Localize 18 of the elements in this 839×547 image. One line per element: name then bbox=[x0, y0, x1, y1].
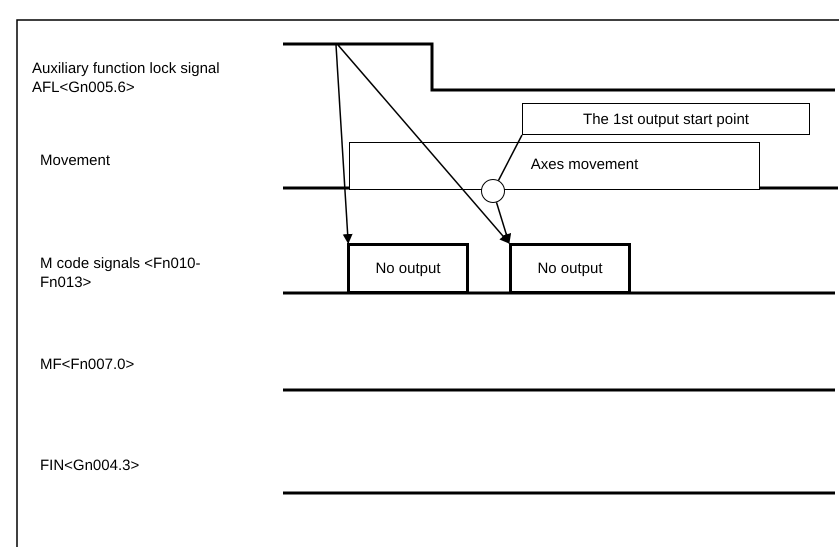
start-point-marker bbox=[481, 179, 505, 203]
callout-text: The 1st output start point bbox=[583, 110, 749, 128]
leader-line bbox=[498, 134, 523, 181]
callout-box bbox=[522, 103, 810, 135]
arrow bbox=[496, 202, 512, 244]
signal-name: MF<Fn007.0> bbox=[40, 355, 136, 374]
signal-pulse bbox=[347, 243, 469, 294]
signal-name: FIN<Gn004.3> bbox=[40, 456, 140, 475]
pulse-label: No output bbox=[537, 260, 603, 277]
signal-name: Auxiliary function lock signal AFL<Gn005.6> bbox=[32, 59, 221, 97]
movement-pulse bbox=[349, 142, 760, 190]
pulse-label: Axes movement bbox=[530, 156, 638, 172]
arrow bbox=[337, 44, 510, 244]
signal-pulse bbox=[509, 243, 631, 294]
arrow bbox=[335, 44, 353, 244]
pulse-label: No output bbox=[375, 260, 441, 277]
signal-name: Movement bbox=[40, 151, 112, 170]
signal-name: M code signals <Fn010-Fn013> bbox=[40, 254, 202, 292]
